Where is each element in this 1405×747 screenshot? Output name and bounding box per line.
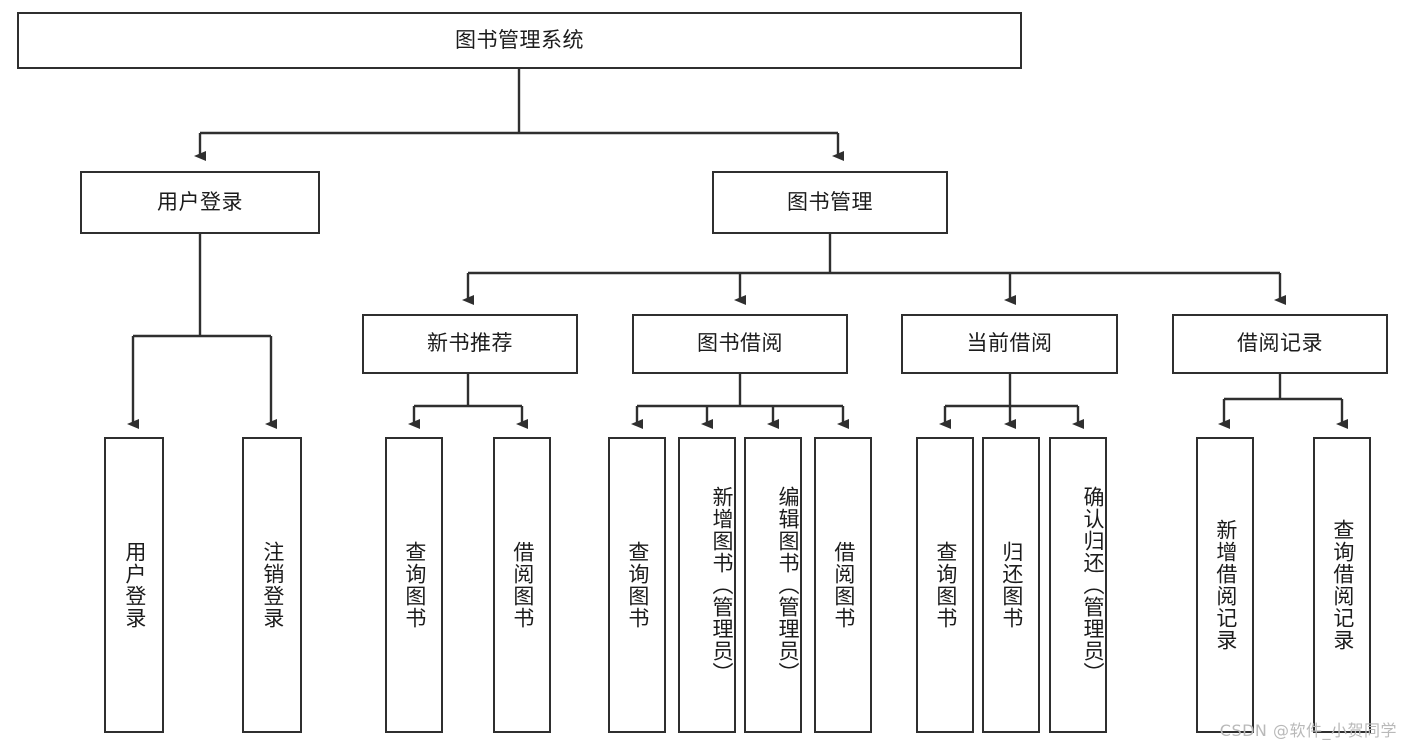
- leaf-query-book-current[interactable]: 查询图书: [916, 437, 974, 733]
- leaf-edit-book-admin[interactable]: 编辑图书（管理员）: [744, 437, 802, 733]
- leaf-add-book-admin[interactable]: 新增图书（管理员）: [678, 437, 736, 733]
- leaf-borrow-book-borrow[interactable]: 借阅图书: [814, 437, 872, 733]
- leaf-confirm-return-admin[interactable]: 确认归还（管理员）: [1049, 437, 1107, 733]
- leaf-return-book[interactable]: 归还图书: [982, 437, 1040, 733]
- node-book-borrow[interactable]: 图书借阅: [632, 314, 848, 374]
- node-current-borrow[interactable]: 当前借阅: [901, 314, 1118, 374]
- leaf-logout-login[interactable]: 注销登录: [242, 437, 302, 733]
- node-new-book-recommend[interactable]: 新书推荐: [362, 314, 578, 374]
- leaf-add-borrow-record[interactable]: 新增借阅记录: [1196, 437, 1254, 733]
- node-root-system[interactable]: 图书管理系统: [17, 12, 1022, 69]
- node-borrow-record[interactable]: 借阅记录: [1172, 314, 1388, 374]
- leaf-query-borrow-record[interactable]: 查询借阅记录: [1313, 437, 1371, 733]
- node-book-management[interactable]: 图书管理: [712, 171, 948, 234]
- leaf-user-login[interactable]: 用户登录: [104, 437, 164, 733]
- leaf-query-book-recommend[interactable]: 查询图书: [385, 437, 443, 733]
- leaf-borrow-book-recommend[interactable]: 借阅图书: [493, 437, 551, 733]
- node-user-login[interactable]: 用户登录: [80, 171, 320, 234]
- watermark-text: CSDN @软件_小贺同学: [1219, 721, 1397, 740]
- leaf-query-book-borrow[interactable]: 查询图书: [608, 437, 666, 733]
